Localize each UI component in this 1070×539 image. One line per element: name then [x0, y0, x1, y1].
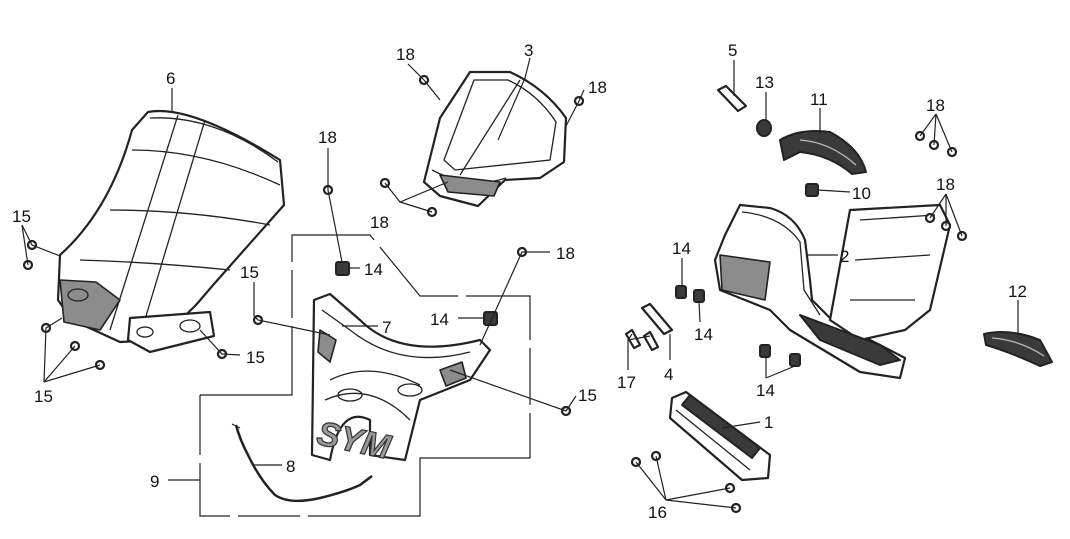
callout-15a: 15	[12, 207, 31, 226]
callout-14d: 14	[694, 325, 713, 344]
callout-17: 17	[617, 373, 636, 392]
callout-12: 12	[1008, 282, 1027, 301]
pin-part-5	[716, 84, 748, 113]
clip-part-14f	[789, 353, 801, 367]
windscreen-part-6	[56, 109, 286, 354]
lens-part-12	[983, 331, 1053, 367]
screw-part-17b	[642, 330, 660, 352]
callout-14c: 14	[672, 239, 691, 258]
callout-10: 10	[852, 184, 871, 203]
callout-15c: 15	[246, 348, 265, 367]
callout-11: 11	[810, 90, 828, 109]
handle-cover-part-2	[713, 203, 952, 380]
callout-18d: 18	[370, 213, 389, 232]
callout-18e: 18	[556, 244, 575, 263]
callout-8: 8	[286, 457, 295, 476]
clip-part-14e	[759, 344, 771, 358]
clip-part-10	[805, 183, 819, 197]
callout-9: 9	[150, 472, 159, 491]
callout-13: 13	[755, 73, 774, 92]
nut-part-13	[756, 119, 772, 137]
callout-4: 4	[664, 365, 673, 384]
leader-lines	[21, 57, 1019, 509]
callout-6: 6	[166, 69, 175, 88]
callout-14b: 14	[430, 310, 449, 329]
clip-part-14d	[693, 289, 705, 303]
clip-part-14c	[675, 285, 687, 299]
callout-18b: 18	[588, 78, 607, 97]
callout-7: 7	[382, 318, 391, 337]
callout-15d: 15	[34, 387, 53, 406]
callout-18g: 18	[936, 175, 955, 194]
switch-panel-part-1	[668, 390, 772, 482]
callout-18f: 18	[926, 96, 945, 115]
lens-part-11	[779, 130, 867, 175]
callout-5: 5	[728, 41, 737, 60]
callout-18a: 18	[396, 45, 415, 64]
callout-labels: 1 2 3 4 5 6 7 8 9 10 11 12 13 14 14 14 1…	[12, 41, 1027, 522]
callout-14a: 14	[364, 260, 383, 279]
callout-3: 3	[524, 41, 533, 60]
bolt-part-4	[640, 302, 674, 336]
callout-15b: 15	[240, 263, 259, 282]
callout-15e: 15	[578, 386, 597, 405]
callout-18c: 18	[318, 128, 337, 147]
clip-part-14a	[335, 261, 350, 276]
wire-part-8	[231, 423, 373, 503]
callout-2: 2	[840, 247, 849, 266]
meter-cover-part-3	[422, 70, 568, 208]
front-cover-part-7	[310, 292, 492, 462]
callout-1: 1	[764, 413, 773, 432]
callout-16: 16	[648, 503, 667, 522]
callout-14e: 14	[756, 381, 775, 400]
